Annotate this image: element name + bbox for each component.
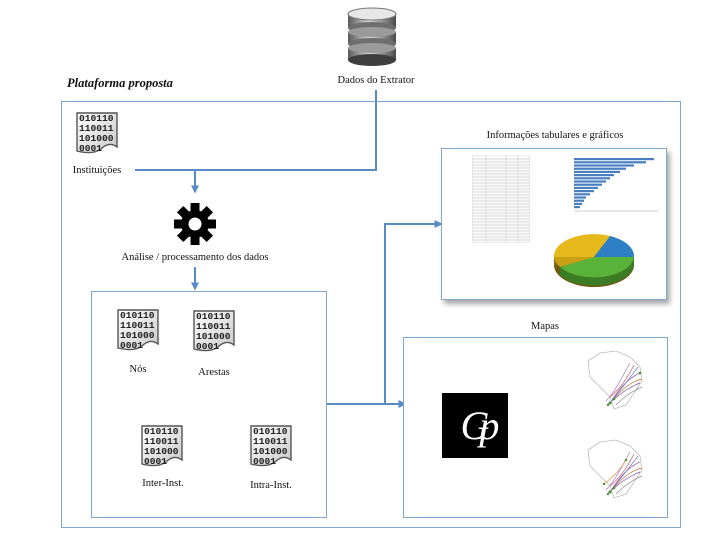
db-to-process-line — [135, 90, 377, 171]
bar-chart-thumbnail — [574, 158, 658, 212]
maps-label: Mapas — [531, 321, 559, 332]
binary-file-icon-institutions: 010110 110011 101000 0001 — [75, 111, 119, 155]
pie-chart-thumbnail — [553, 234, 635, 287]
map-thumbnail-2 — [587, 439, 643, 499]
institutions-label: Instituições — [72, 165, 122, 176]
edges-label: Arestas — [198, 367, 230, 378]
binary-file-icon-inter: 010110 110011 101000 0001 — [140, 424, 184, 468]
inter-inst-label: Inter-Inst. — [142, 478, 184, 489]
map-thumbnail-1 — [587, 350, 643, 410]
processing-label: Análise / processamento dos dados — [121, 252, 269, 263]
tabular-box — [441, 148, 667, 300]
gephi-logo: Gp — [442, 393, 508, 458]
table-thumbnail — [472, 155, 530, 243]
intra-inst-label: Intra-Inst. — [250, 480, 292, 491]
database-label: Dados do Extrator — [337, 75, 415, 86]
nodes-label: Nós — [129, 364, 147, 375]
binary-file-icon-intra: 010110 110011 101000 0001 — [249, 424, 293, 468]
binary-file-icon-edges: 010110 110011 101000 0001 — [192, 309, 236, 353]
gear-icon — [173, 202, 217, 246]
tabular-label: Informações tabulares e gráficos — [486, 130, 624, 141]
logo-text: Gp — [460, 402, 500, 448]
platform-title: Plataforma proposta — [67, 76, 173, 90]
binary-file-icon-nodes: 010110 110011 101000 0001 — [116, 308, 160, 352]
output-trunk-line — [327, 223, 439, 405]
database-icon — [344, 6, 400, 68]
